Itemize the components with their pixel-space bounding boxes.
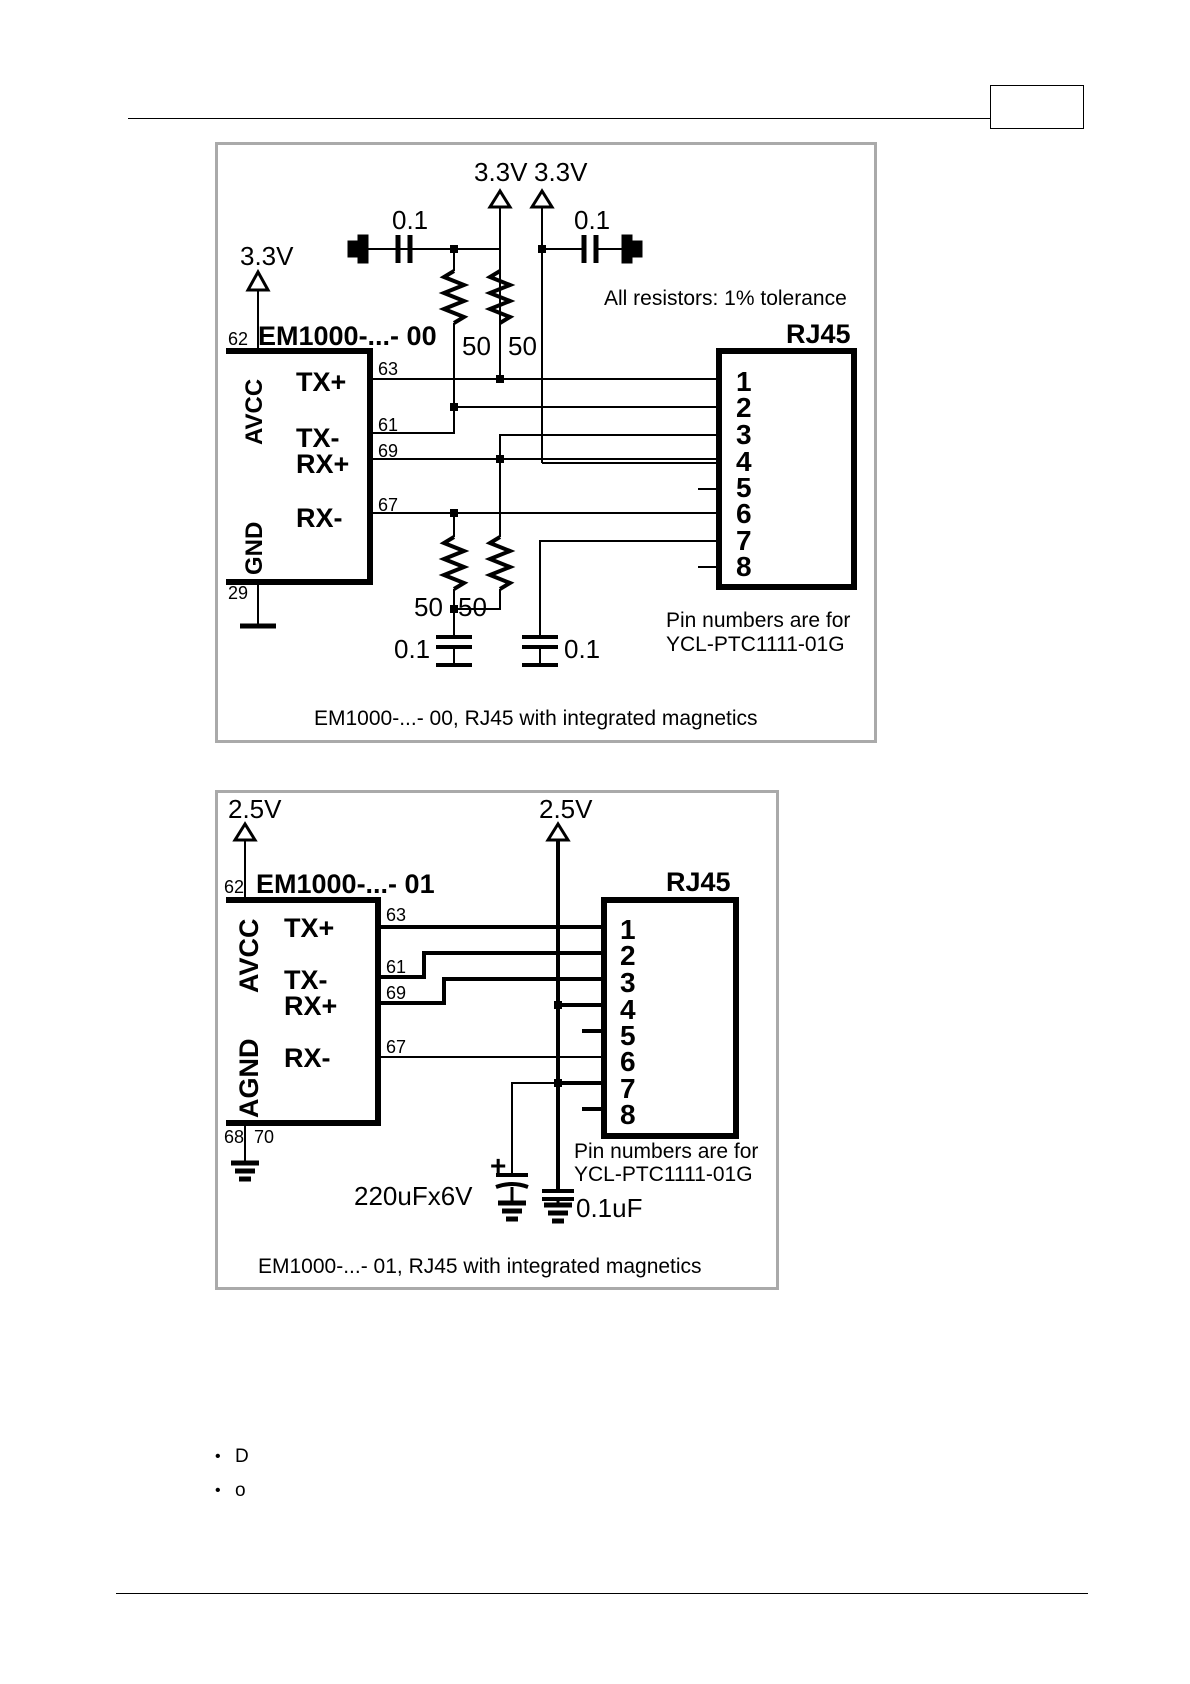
signal-tx-plus-01: TX+ — [284, 913, 334, 943]
pin-61-01: 61 — [386, 957, 406, 977]
diagram-caption-00: EM1000-...- 00, RJ45 with integrated mag… — [314, 707, 758, 730]
schematic-diagram-00: 3.3V 62 EM1000-...- 00 AVCC GND TX+ TX- … — [215, 142, 877, 743]
cap-value-bottom-right: 0.1 — [564, 634, 600, 664]
module-label-01: EM1000-...- 01 — [256, 869, 435, 899]
rj45-label-01: RJ45 — [666, 867, 731, 897]
cap-value-top-left: 0.1 — [392, 205, 428, 235]
rj45-01-pin-5: 5 — [620, 1020, 636, 1051]
signal-rx-minus: RX- — [296, 503, 343, 533]
rj45-01-pin-2: 2 — [620, 940, 636, 971]
note-pins-line2: YCL-PTC1111-01G — [666, 633, 845, 656]
rj45-pin-4: 4 — [736, 446, 752, 477]
rj45-01-pin-8: 8 — [620, 1099, 636, 1130]
cap-value-large: 220uFx6V — [354, 1181, 473, 1211]
pin-61: 61 — [378, 415, 398, 435]
signal-rx-minus-01: RX- — [284, 1043, 331, 1073]
diagram-caption-01: EM1000-...- 01, RJ45 with integrated mag… — [258, 1255, 702, 1278]
resistor-value-top-right: 50 — [508, 331, 537, 361]
schematic-01-svg: 2.5V 62 EM1000-...- 01 AVCC AGND TX+ TX-… — [224, 794, 758, 1278]
module-label-00: EM1000-...- 00 — [258, 321, 437, 351]
signal-tx-minus-01: TX- — [284, 965, 328, 995]
pin-70-01: 70 — [254, 1127, 274, 1147]
resistor-value-bottom-left: 50 — [414, 592, 443, 622]
rj45-box-01 — [601, 897, 739, 1139]
footer-rule — [116, 1593, 1088, 1594]
supply-label-avcc: 3.3V — [240, 241, 294, 271]
note-pins-line1-01: Pin numbers are for — [574, 1140, 758, 1163]
supply-label-rail-1: 3.3V — [474, 157, 528, 187]
module-box-01 — [226, 821, 381, 1182]
rj45-01-pin-7: 7 — [620, 1073, 636, 1104]
pin-68-01: 68 — [224, 1127, 244, 1147]
schematic-00-svg: 3.3V 62 EM1000-...- 00 AVCC GND TX+ TX- … — [226, 157, 857, 730]
pin-69-01: 69 — [386, 983, 406, 1003]
rj45-pin-5: 5 — [736, 472, 752, 503]
note-pins-line2-01: YCL-PTC1111-01G — [574, 1163, 753, 1186]
module-box-00 — [226, 268, 373, 629]
schematic-diagram-01: 2.5V 62 EM1000-...- 01 AVCC AGND TX+ TX-… — [215, 790, 779, 1290]
top-supply-network — [347, 188, 719, 667]
side-label-avcc-01: AVCC — [234, 918, 264, 993]
rj45-pin-numbers-01: 1 2 3 4 5 6 7 8 — [620, 914, 636, 1130]
rj45-pin-8: 8 — [736, 551, 752, 582]
bullet-list: D o — [215, 1440, 249, 1508]
rj45-pin-1: 1 — [736, 366, 752, 397]
junction-dots-00 — [450, 245, 546, 613]
pin-62-01: 62 — [224, 877, 244, 897]
resistor-value-top-left: 50 — [462, 331, 491, 361]
cap-value-small: 0.1uF — [576, 1193, 643, 1223]
note-pins-line1: Pin numbers are for — [666, 609, 850, 632]
pin-67: 67 — [378, 495, 398, 515]
rj45-label-00: RJ45 — [786, 319, 851, 349]
pin-62: 62 — [228, 329, 248, 349]
signal-rx-plus: RX+ — [296, 449, 349, 479]
signal-rx-plus-01: RX+ — [284, 991, 337, 1021]
side-label-agnd-01: AGND — [234, 1039, 264, 1119]
pin-29: 29 — [228, 583, 248, 603]
cap-value-top-right: 0.1 — [574, 205, 610, 235]
rj45-01-pin-6: 6 — [620, 1046, 636, 1077]
resistor-value-bottom-right: 50 — [458, 592, 487, 622]
rj45-01-pin-4: 4 — [620, 994, 636, 1025]
pin-63-01: 63 — [386, 905, 406, 925]
side-label-gnd: GND — [241, 522, 268, 575]
rj45-01-pin-1: 1 — [620, 914, 636, 945]
rj45-01-pin-3: 3 — [620, 967, 636, 998]
signal-tx-plus: TX+ — [296, 367, 346, 397]
supply-label-rail-01: 2.5V — [539, 794, 593, 824]
cap-polarity-plus: + — [490, 1150, 506, 1181]
wiring-01 — [378, 821, 604, 1224]
rj45-pin-numbers-00: 1 2 3 4 5 6 7 8 — [736, 366, 752, 582]
supply-label-avcc-01: 2.5V — [228, 794, 282, 824]
page-number-box — [990, 85, 1084, 129]
header-rule — [128, 118, 990, 119]
cap-value-bottom-left: 0.1 — [394, 634, 430, 664]
note-tolerance: All resistors: 1% tolerance — [604, 287, 847, 310]
pin-69: 69 — [378, 441, 398, 461]
supply-label-rail-2: 3.3V — [534, 157, 588, 187]
rj45-pin-6: 6 — [736, 498, 752, 529]
junction-dots-01 — [554, 1001, 562, 1087]
side-label-avcc: AVCC — [241, 379, 268, 445]
rj45-box-00 — [716, 348, 857, 590]
rj45-pin-3: 3 — [736, 419, 752, 450]
rj45-pin-2: 2 — [736, 392, 752, 423]
signal-tx-minus: TX- — [296, 423, 340, 453]
rj45-pin-7: 7 — [736, 525, 752, 556]
pin-67-01: 67 — [386, 1037, 406, 1057]
pin-63: 63 — [378, 359, 398, 379]
bullet-item: o — [215, 1474, 249, 1508]
bullet-item: D — [215, 1440, 249, 1474]
